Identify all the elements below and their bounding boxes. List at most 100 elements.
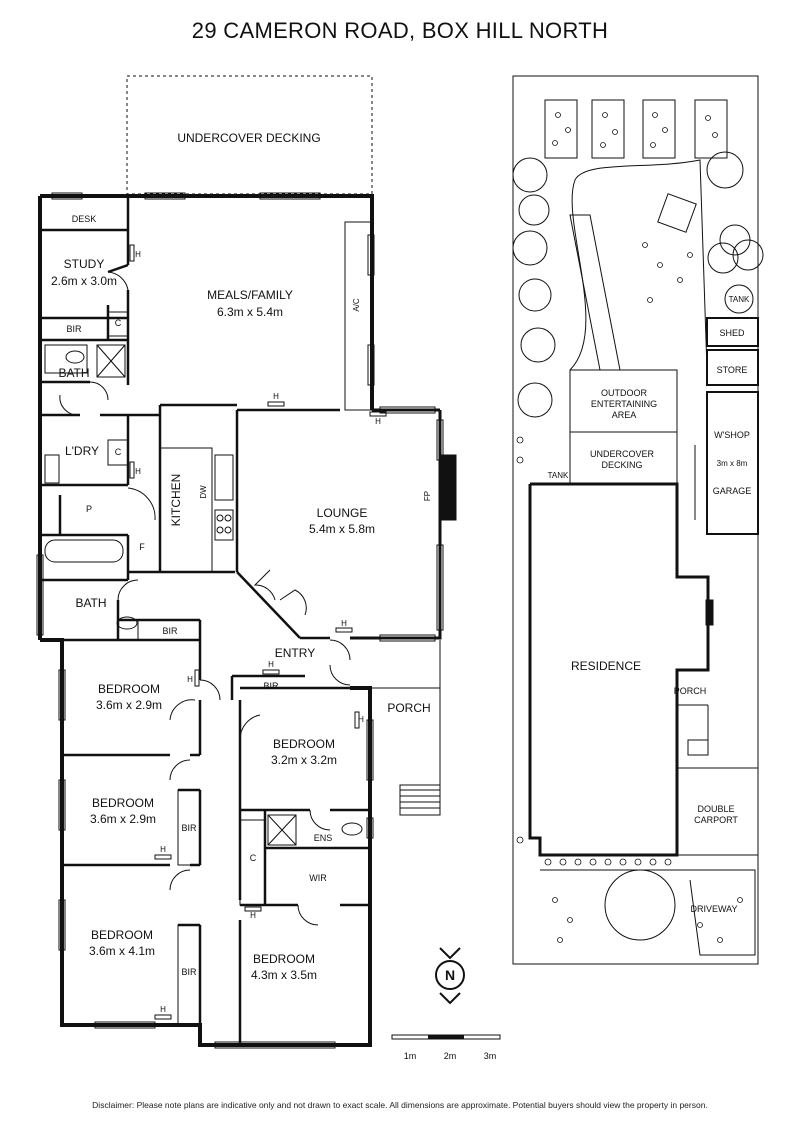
room-undercover-decking: UNDERCOVER DECKING: [177, 131, 320, 145]
window: [58, 899, 66, 951]
cooktop: [214, 509, 234, 541]
room-desk: DESK: [72, 214, 97, 224]
fireplace: [439, 454, 457, 521]
floor-plan-labels: UNDERCOVER DECKING DESK STUDY 2.6m x 3.0…: [51, 131, 432, 1014]
steps: [687, 739, 709, 756]
label-heater: H: [135, 467, 141, 476]
window: [214, 1041, 336, 1049]
label-heater: H: [160, 1005, 166, 1014]
window: [366, 817, 374, 839]
tree: [520, 327, 556, 363]
label-ac: A/C: [352, 298, 361, 312]
window: [367, 234, 375, 276]
site-driveway: DRIVEWAY: [690, 904, 737, 914]
site-outdoor-3: AREA: [612, 410, 637, 420]
room-study-size: 2.6m x 3.0m: [51, 274, 117, 288]
label-heater: H: [341, 619, 347, 628]
toilet: [65, 350, 85, 364]
room-bedroom-2-size: 3.2m x 3.2m: [271, 753, 337, 767]
window: [58, 669, 66, 721]
tree: [706, 151, 744, 189]
room-bedroom-4: BEDROOM: [91, 928, 153, 942]
door-swing: [279, 589, 307, 616]
compass-north-label: N: [445, 967, 455, 983]
label-dw: DW: [199, 485, 208, 499]
shower: [96, 344, 126, 378]
door-swing: [309, 809, 331, 831]
door-swing: [117, 579, 139, 601]
garden-bed: [591, 99, 625, 159]
paving: [657, 193, 697, 233]
site-wshop-size: 3m x 8m: [717, 459, 748, 468]
site-decking-1: UNDERCOVER: [590, 449, 655, 459]
room-porch: PORCH: [387, 701, 430, 715]
room-laundry: L'DRY: [65, 444, 99, 458]
north-compass: N: [435, 947, 465, 1005]
bathtub: [44, 539, 124, 563]
ac-cabinet: [344, 221, 373, 411]
door-swing: [239, 714, 261, 741]
garden-bed: [544, 99, 578, 159]
site-residence: RESIDENCE: [571, 659, 641, 673]
label-cupboard: C: [250, 853, 257, 863]
site-plan: [512, 75, 764, 965]
label-heater: H: [358, 715, 364, 724]
label-heater: H: [135, 250, 141, 259]
site-store: STORE: [717, 365, 748, 375]
room-bedroom-1: BEDROOM: [98, 682, 160, 696]
site-tank: TANK: [729, 295, 750, 304]
label-heater: H: [273, 392, 279, 401]
room-bedroom-5: BEDROOM: [253, 952, 315, 966]
label-heater: H: [375, 417, 381, 426]
tree: [518, 278, 552, 312]
site-wshop: W'SHOP: [714, 430, 750, 440]
door-swing: [127, 487, 156, 521]
door-swing: [329, 664, 351, 686]
room-bath-2: BATH: [75, 596, 106, 610]
scale-2m: 2m: [444, 1051, 457, 1061]
plan-title: 29 CAMERON ROAD, BOX HILL NORTH: [191, 18, 609, 43]
door-swing: [59, 394, 81, 416]
scale-1m: 1m: [404, 1051, 417, 1061]
label-fp: FP: [423, 491, 432, 501]
shower: [267, 814, 297, 846]
room-entry: ENTRY: [275, 646, 315, 660]
label-pantry: P: [86, 504, 92, 514]
sink: [214, 454, 234, 501]
door-swing: [329, 639, 351, 661]
door-swing: [199, 679, 221, 701]
window: [259, 192, 321, 200]
tree: [518, 194, 550, 226]
tank: [724, 284, 754, 314]
window: [58, 779, 66, 831]
label-fridge: F: [139, 542, 145, 552]
vanity: [44, 344, 88, 374]
site-carport-1: DOUBLE: [697, 804, 734, 814]
decking-outline: [126, 75, 373, 195]
room-bedroom-1-size: 3.6m x 2.9m: [96, 698, 162, 712]
wall: [236, 571, 301, 639]
toilet: [116, 616, 138, 630]
site-tank-2: TANK: [548, 471, 569, 480]
window: [436, 544, 444, 631]
label-bir: BIR: [181, 967, 197, 977]
label-heater: H: [268, 660, 274, 669]
window: [366, 719, 374, 781]
site-carport-2: CARPORT: [694, 815, 738, 825]
door-swing: [169, 759, 191, 781]
room-bedroom-3-size: 3.6m x 2.9m: [90, 812, 156, 826]
site-decking-2: DECKING: [601, 460, 642, 470]
label-bir: BIR: [263, 681, 279, 691]
window: [36, 554, 44, 636]
room-bath-1: BATH: [58, 366, 89, 380]
tree: [512, 230, 548, 266]
site-porch: PORCH: [674, 686, 707, 696]
compass-icon: [435, 960, 465, 990]
scale-3m: 3m: [484, 1051, 497, 1061]
room-bedroom-5-size: 4.3m x 3.5m: [251, 968, 317, 982]
site-shed: SHED: [719, 328, 745, 338]
tree: [512, 157, 548, 193]
label-bir: BIR: [181, 823, 197, 833]
room-ensuite: ENS: [314, 833, 333, 843]
tree: [707, 242, 739, 274]
